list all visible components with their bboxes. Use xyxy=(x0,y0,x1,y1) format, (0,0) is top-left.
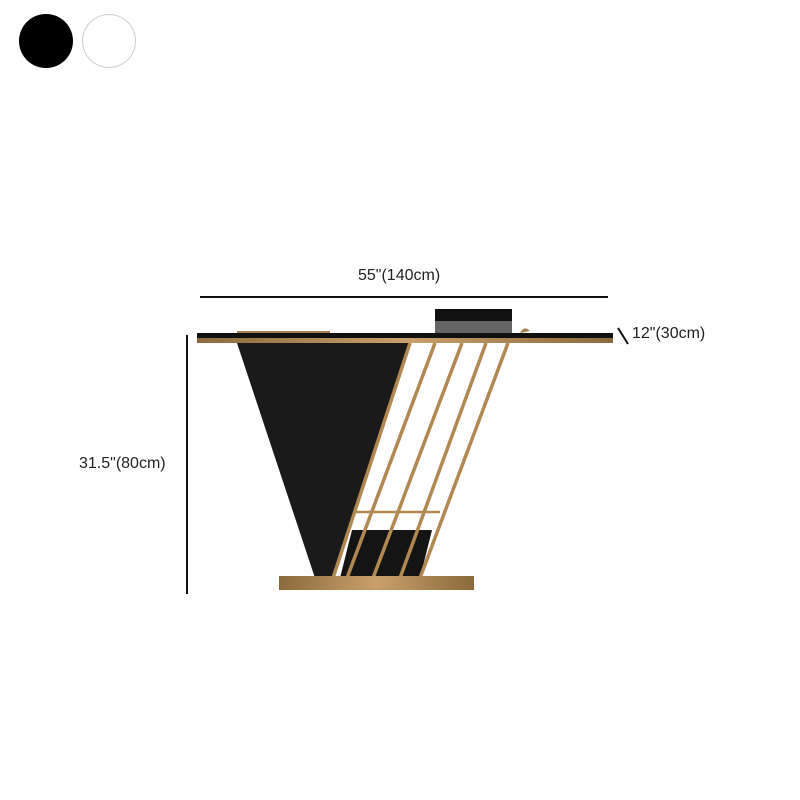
decor-box-base xyxy=(435,321,512,333)
width-label: 55"(140cm) xyxy=(358,267,441,284)
gold-rods xyxy=(331,342,510,579)
rod xyxy=(371,342,464,579)
triangle-panel xyxy=(237,343,410,578)
height-label: 31.5"(80cm) xyxy=(79,455,166,472)
rod xyxy=(331,342,412,579)
color-swatch-black[interactable] xyxy=(19,14,73,68)
decor-box xyxy=(435,309,512,321)
decor-plate xyxy=(237,331,330,334)
depth-dimension-line xyxy=(617,327,629,345)
base-plinth xyxy=(279,576,474,590)
lower-panel xyxy=(340,530,432,578)
rod xyxy=(418,342,510,579)
depth-label: 12"(30cm) xyxy=(632,325,706,342)
rod xyxy=(398,342,488,579)
decor-leaf xyxy=(520,328,530,333)
color-swatch-white[interactable] xyxy=(82,14,136,68)
rod xyxy=(345,342,437,579)
tabletop xyxy=(197,333,613,338)
tabletop-gold-edge xyxy=(197,338,613,343)
